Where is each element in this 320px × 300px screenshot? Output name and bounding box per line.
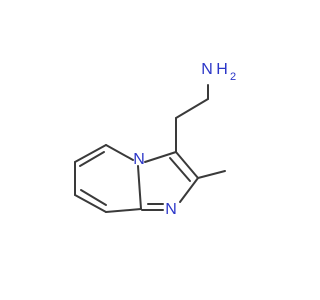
bond-c8a-n4 — [137, 165, 142, 210]
amine-h-label: H — [216, 61, 228, 78]
ring-n-label: N — [165, 201, 177, 218]
amine-h-count: 2 — [230, 71, 236, 83]
bond-c5-c6-double — [79, 151, 105, 167]
bond-c7-c8 — [74, 194, 107, 213]
bridgehead-n-label: N — [133, 151, 145, 168]
bond-n4-c3 — [144, 151, 177, 163]
bond-c7-c8-double — [80, 189, 107, 206]
bond-c3-c2-double — [169, 157, 191, 182]
molecule-structure: N H 2 N N — [74, 61, 236, 218]
bond-n4-c5 — [105, 144, 134, 161]
bond-ch2-ch2 — [175, 98, 209, 119]
bond-c5-c6 — [74, 144, 107, 163]
amine-n-label: N — [201, 61, 213, 78]
molecule-canvas: N H 2 N N — [74, 61, 237, 219]
bond-c2-methyl — [197, 170, 226, 179]
bond-c2-n1 — [179, 177, 199, 203]
bond-c3-c2 — [175, 151, 199, 179]
bond-c8-c8a — [105, 208, 142, 213]
